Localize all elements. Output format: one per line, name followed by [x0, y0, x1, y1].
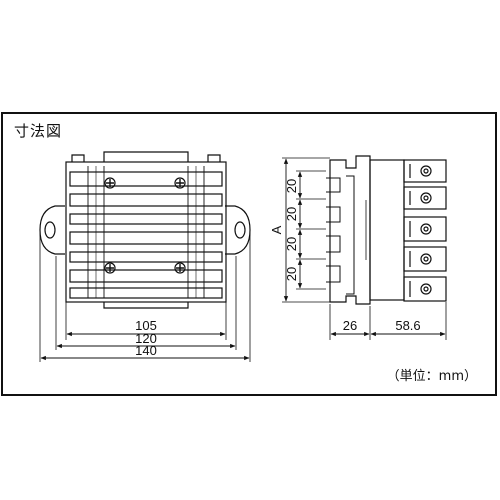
drawing-title: 寸法図	[14, 122, 63, 140]
terminals	[403, 159, 447, 302]
dim-pitch-3: 20	[284, 237, 299, 251]
dim-pitch-4: 20	[284, 267, 299, 281]
dim-58-6: 58.6	[395, 318, 420, 333]
mounting-flange	[39, 205, 251, 255]
left-mount-hole	[44, 221, 56, 239]
side-body	[329, 155, 371, 305]
dim-pitch-1: 20	[284, 179, 299, 193]
dim-26: 26	[343, 318, 357, 333]
front-body	[65, 161, 227, 303]
dim-120: 120	[135, 331, 157, 346]
dim-height-a: A	[269, 225, 284, 234]
front-rails	[69, 171, 223, 299]
front-view	[39, 151, 251, 362]
unit-note: （単位：mm）	[386, 369, 477, 384]
side-view	[282, 155, 447, 340]
dim-140: 140	[135, 343, 157, 358]
dim-105: 105	[135, 318, 157, 333]
drawing-frame: 寸法図 （単位：mm）	[1, 112, 497, 396]
dim-pitch-2: 20	[284, 207, 299, 221]
screws	[104, 177, 186, 274]
right-mount-hole	[234, 221, 246, 239]
